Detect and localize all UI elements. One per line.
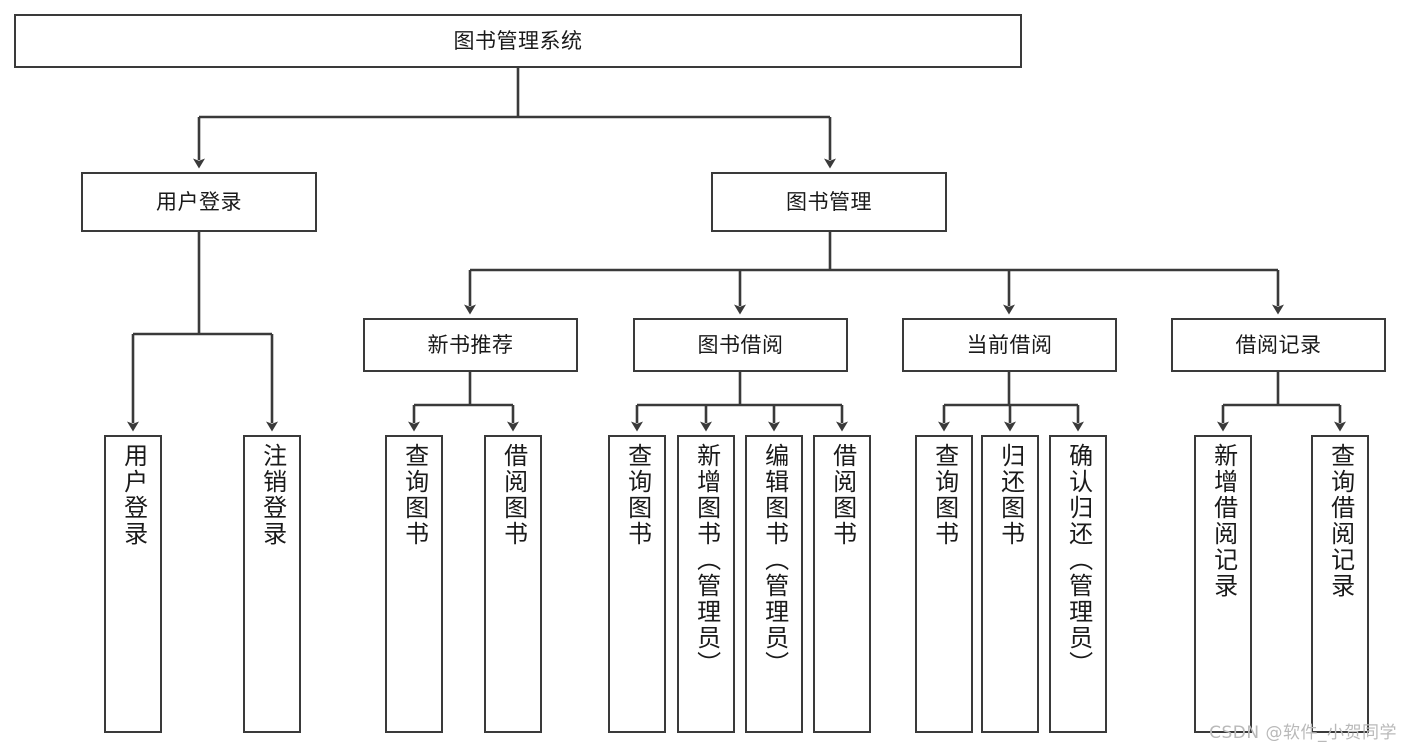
node-leaf-add-record-label: 新增借阅记录: [1209, 443, 1238, 599]
csdn-watermark: CSDN @软件_小贺同学: [1209, 723, 1397, 743]
node-new-book-rec[interactable]: 新书推荐: [363, 318, 578, 372]
node-leaf-user-login[interactable]: 用户登录: [104, 435, 162, 733]
node-leaf-user-logout-label: 注销登录: [258, 443, 287, 547]
node-book-manage[interactable]: 图书管理: [711, 172, 947, 232]
node-leaf-user-login-label: 用户登录: [119, 443, 148, 547]
node-leaf-query-book-1[interactable]: 查询图书: [385, 435, 443, 733]
node-leaf-query-record-label: 查询借阅记录: [1326, 443, 1355, 599]
node-leaf-borrow-book-1[interactable]: 借阅图书: [484, 435, 542, 733]
node-leaf-edit-book[interactable]: 编辑图书（管理员）: [745, 435, 803, 733]
node-leaf-borrow-book-1-label: 借阅图书: [499, 443, 528, 547]
node-leaf-borrow-book-2[interactable]: 借阅图书: [813, 435, 871, 733]
node-book-borrow[interactable]: 图书借阅: [633, 318, 848, 372]
node-leaf-add-record[interactable]: 新增借阅记录: [1194, 435, 1252, 733]
node-leaf-add-book[interactable]: 新增图书（管理员）: [677, 435, 735, 733]
node-current-borrow[interactable]: 当前借阅: [902, 318, 1117, 372]
node-leaf-confirm-return-label: 确认归还（管理员）: [1064, 443, 1093, 677]
node-leaf-user-logout[interactable]: 注销登录: [243, 435, 301, 733]
node-current-borrow-label: 当前借阅: [966, 332, 1053, 357]
node-leaf-add-book-label: 新增图书（管理员）: [692, 443, 721, 677]
node-leaf-query-book-3[interactable]: 查询图书: [915, 435, 973, 733]
node-leaf-query-book-2[interactable]: 查询图书: [608, 435, 666, 733]
node-book-manage-label: 图书管理: [786, 189, 872, 214]
node-root-label: 图书管理系统: [453, 28, 583, 53]
node-borrow-record[interactable]: 借阅记录: [1171, 318, 1386, 372]
node-leaf-return-book-label: 归还图书: [996, 443, 1025, 547]
node-leaf-edit-book-label: 编辑图书（管理员）: [760, 443, 789, 677]
node-borrow-record-label: 借阅记录: [1235, 332, 1322, 357]
node-user-login[interactable]: 用户登录: [81, 172, 317, 232]
node-leaf-query-record[interactable]: 查询借阅记录: [1311, 435, 1369, 733]
node-leaf-borrow-book-2-label: 借阅图书: [828, 443, 857, 547]
node-book-borrow-label: 图书借阅: [697, 332, 784, 357]
node-new-book-rec-label: 新书推荐: [427, 332, 514, 357]
node-user-login-label: 用户登录: [156, 189, 242, 214]
node-leaf-query-book-3-label: 查询图书: [930, 443, 959, 547]
node-leaf-query-book-1-label: 查询图书: [400, 443, 429, 547]
node-leaf-return-book[interactable]: 归还图书: [981, 435, 1039, 733]
node-root[interactable]: 图书管理系统: [14, 14, 1022, 68]
node-leaf-query-book-2-label: 查询图书: [623, 443, 652, 547]
node-leaf-confirm-return[interactable]: 确认归还（管理员）: [1049, 435, 1107, 733]
